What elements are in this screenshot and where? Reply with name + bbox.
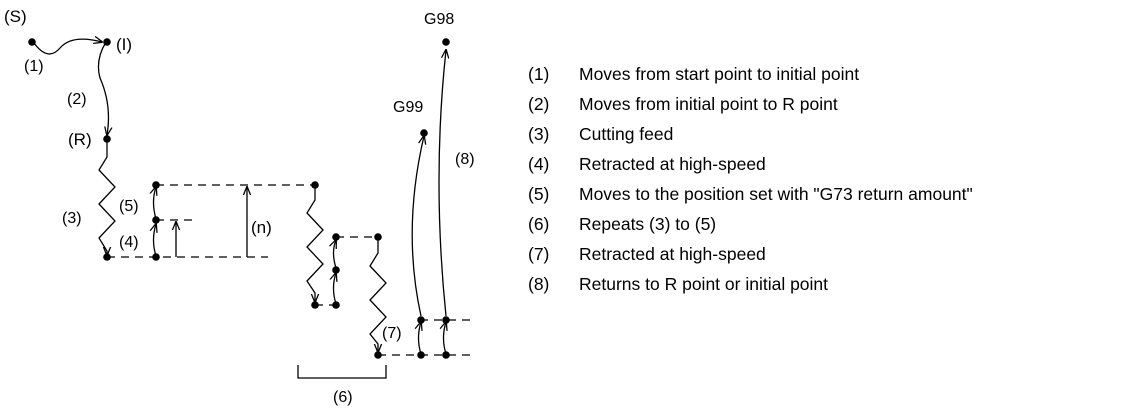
repeat-bracket — [297, 365, 387, 379]
legend-number: (3) — [528, 124, 550, 144]
label-initial: (I) — [116, 35, 132, 54]
point — [332, 233, 340, 241]
point — [374, 233, 382, 241]
legend-number: (8) — [528, 274, 550, 294]
retract-arrow-hole2-a — [334, 273, 337, 305]
cutting-feed-zigzag-3 — [369, 240, 387, 352]
legend-item: (6) Repeats (3) to (5) — [528, 214, 973, 244]
initial-point — [103, 38, 111, 46]
point — [311, 301, 319, 309]
point — [442, 316, 450, 324]
point — [332, 301, 340, 309]
label-step-5: (5) — [119, 198, 139, 215]
g99-point — [420, 129, 428, 137]
legend-text: Retracted at high-speed — [579, 244, 766, 264]
start-point — [28, 38, 36, 46]
g73-cycle-diagram: (S) (I) (R) G98 G99 (1) (2) (3) (4) (5) … — [4, 7, 476, 406]
legend-text: Moves to the position set with "G73 retu… — [579, 184, 973, 204]
point — [311, 181, 319, 189]
retract-arrow-7b — [444, 322, 447, 355]
legend-number: (1) — [528, 64, 550, 84]
point — [152, 181, 160, 189]
label-step-3: (3) — [62, 210, 82, 227]
legend-text: Repeats (3) to (5) — [579, 214, 717, 234]
legend-number: (7) — [528, 244, 550, 264]
label-g99: G99 — [393, 99, 423, 116]
point — [152, 216, 160, 224]
label-step-8: (8) — [455, 151, 475, 168]
point — [152, 253, 160, 261]
legend-text: Moves from start point to initial point — [579, 64, 860, 84]
point — [442, 351, 450, 359]
g98-point — [442, 38, 450, 46]
label-step-6: (6) — [333, 389, 353, 406]
legend-item: (1) Moves from start point to initial poi… — [528, 64, 973, 94]
label-step-2: (2) — [67, 91, 87, 108]
return-to-g98 — [438, 50, 446, 317]
legend-number: (6) — [528, 214, 550, 234]
legend-number: (2) — [528, 94, 550, 114]
legend-text: Returns to R point or initial point — [579, 274, 829, 294]
legend-item: (4) Retracted at high-speed — [528, 154, 973, 184]
point — [417, 316, 425, 324]
point — [374, 351, 382, 359]
legend-item: (2) Moves from initial point to R point — [528, 94, 973, 124]
label-g98: G98 — [424, 11, 454, 28]
r-point — [103, 135, 111, 143]
label-start: (S) — [4, 7, 27, 26]
label-step-4: (4) — [119, 234, 139, 251]
label-r: (R) — [68, 130, 92, 149]
cutting-feed-zigzag-2 — [306, 188, 324, 302]
label-step-7: (7) — [382, 325, 402, 342]
retract-arrow-7a — [419, 322, 422, 355]
legend-text: Cutting feed — [579, 124, 674, 144]
cutting-feed-zigzag-1 — [98, 140, 116, 255]
path-initial-to-r — [97, 41, 108, 135]
return-arrow-5 — [154, 187, 157, 220]
legend-item: (5) Moves to the position set with "G73 r… — [528, 184, 973, 214]
label-step-1: (1) — [24, 58, 44, 75]
legend-item: (3) Cutting feed — [528, 124, 973, 154]
legend: (1) Moves from start point to initial poi… — [528, 64, 973, 304]
point — [332, 266, 340, 274]
retract-arrow-4 — [154, 224, 157, 257]
return-to-g99 — [411, 136, 424, 317]
legend-text: Moves from initial point to R point — [579, 94, 838, 114]
legend-item: (7) Retracted at high-speed — [528, 244, 973, 274]
point — [417, 351, 425, 359]
legend-number: (4) — [528, 154, 550, 174]
points — [28, 38, 450, 359]
retract-arrow-hole2-b — [334, 240, 337, 269]
path-start-to-initial — [33, 39, 102, 55]
legend-item: (8) Returns to R point or initial point — [528, 274, 973, 304]
legend-text: Retracted at high-speed — [579, 154, 766, 174]
point — [103, 253, 111, 261]
legend-number: (5) — [528, 184, 550, 204]
label-step-n: (n) — [251, 218, 272, 237]
